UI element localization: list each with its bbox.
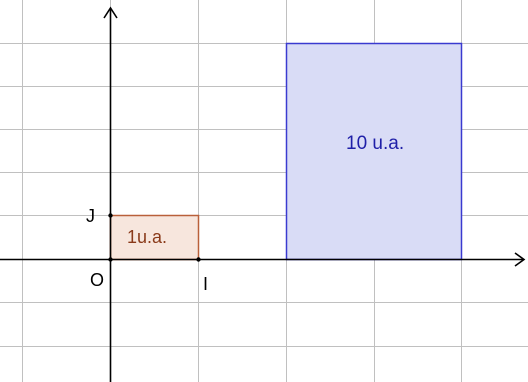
large-area-rectangle <box>285 42 463 261</box>
unit-x-label: I <box>203 274 208 294</box>
origin-label: O <box>90 270 104 290</box>
unit-y-label: J <box>86 206 95 226</box>
axes <box>0 6 526 382</box>
point-j <box>108 213 113 218</box>
large-area-label: 10 u.a. <box>346 133 404 154</box>
y-axis-arrow <box>103 6 118 19</box>
point-o <box>108 257 113 262</box>
point-i <box>196 257 201 262</box>
x-axis-arrow <box>514 252 526 267</box>
unit-area-label: 1u.a. <box>127 227 167 247</box>
